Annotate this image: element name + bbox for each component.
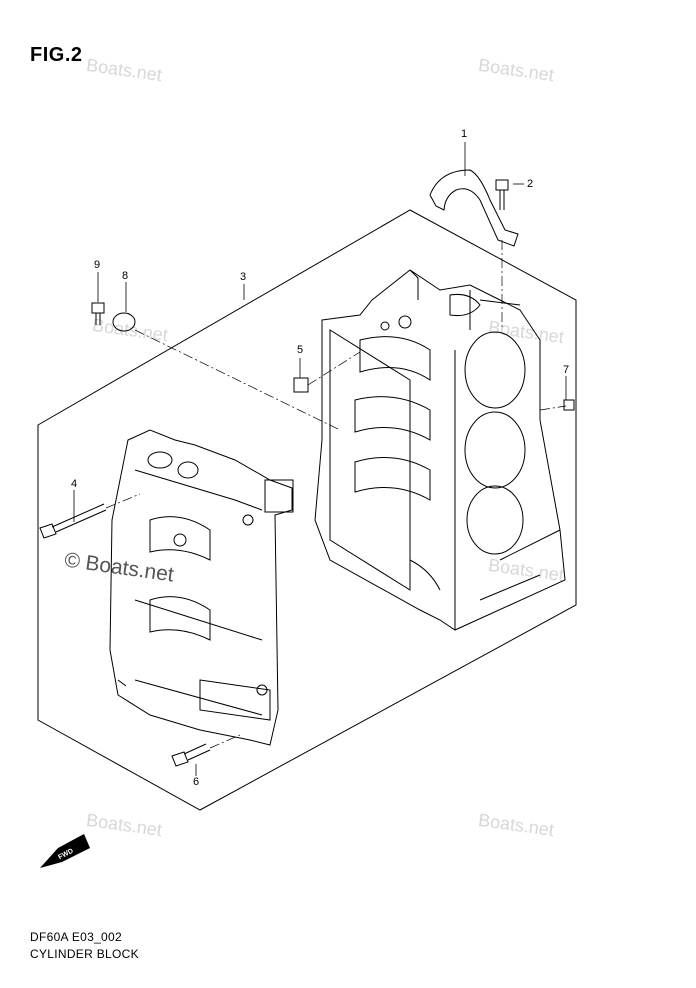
drawing-code: DF60A E03_002 [30,930,122,944]
washer-part-8 [112,312,136,332]
bolt-part-6 [171,743,211,767]
diagram-caption: CYLINDER BLOCK [30,947,139,961]
callout-8: 8 [122,270,129,282]
screw-part-9 [91,302,105,325]
figure-label: FIG.2 [30,44,83,66]
bolt-part-2 [495,179,509,210]
cylinder-block [314,269,566,631]
bracket-part-1 [429,169,519,247]
callout-4: 4 [71,478,78,490]
callout-9: 9 [94,259,101,271]
callout-2: 2 [527,178,534,190]
forward-arrow-icon [40,834,90,868]
assembly-boundary [37,209,577,811]
dowel-part-5 [293,377,309,393]
callout-1: 1 [461,128,468,140]
callout-3: 3 [240,271,247,283]
pin-part-7 [563,399,575,411]
crankcase [109,429,294,746]
callout-7: 7 [563,364,570,376]
long-bolt-part-4 [39,503,107,539]
callout-5: 5 [297,344,304,356]
callout-6: 6 [193,776,200,788]
